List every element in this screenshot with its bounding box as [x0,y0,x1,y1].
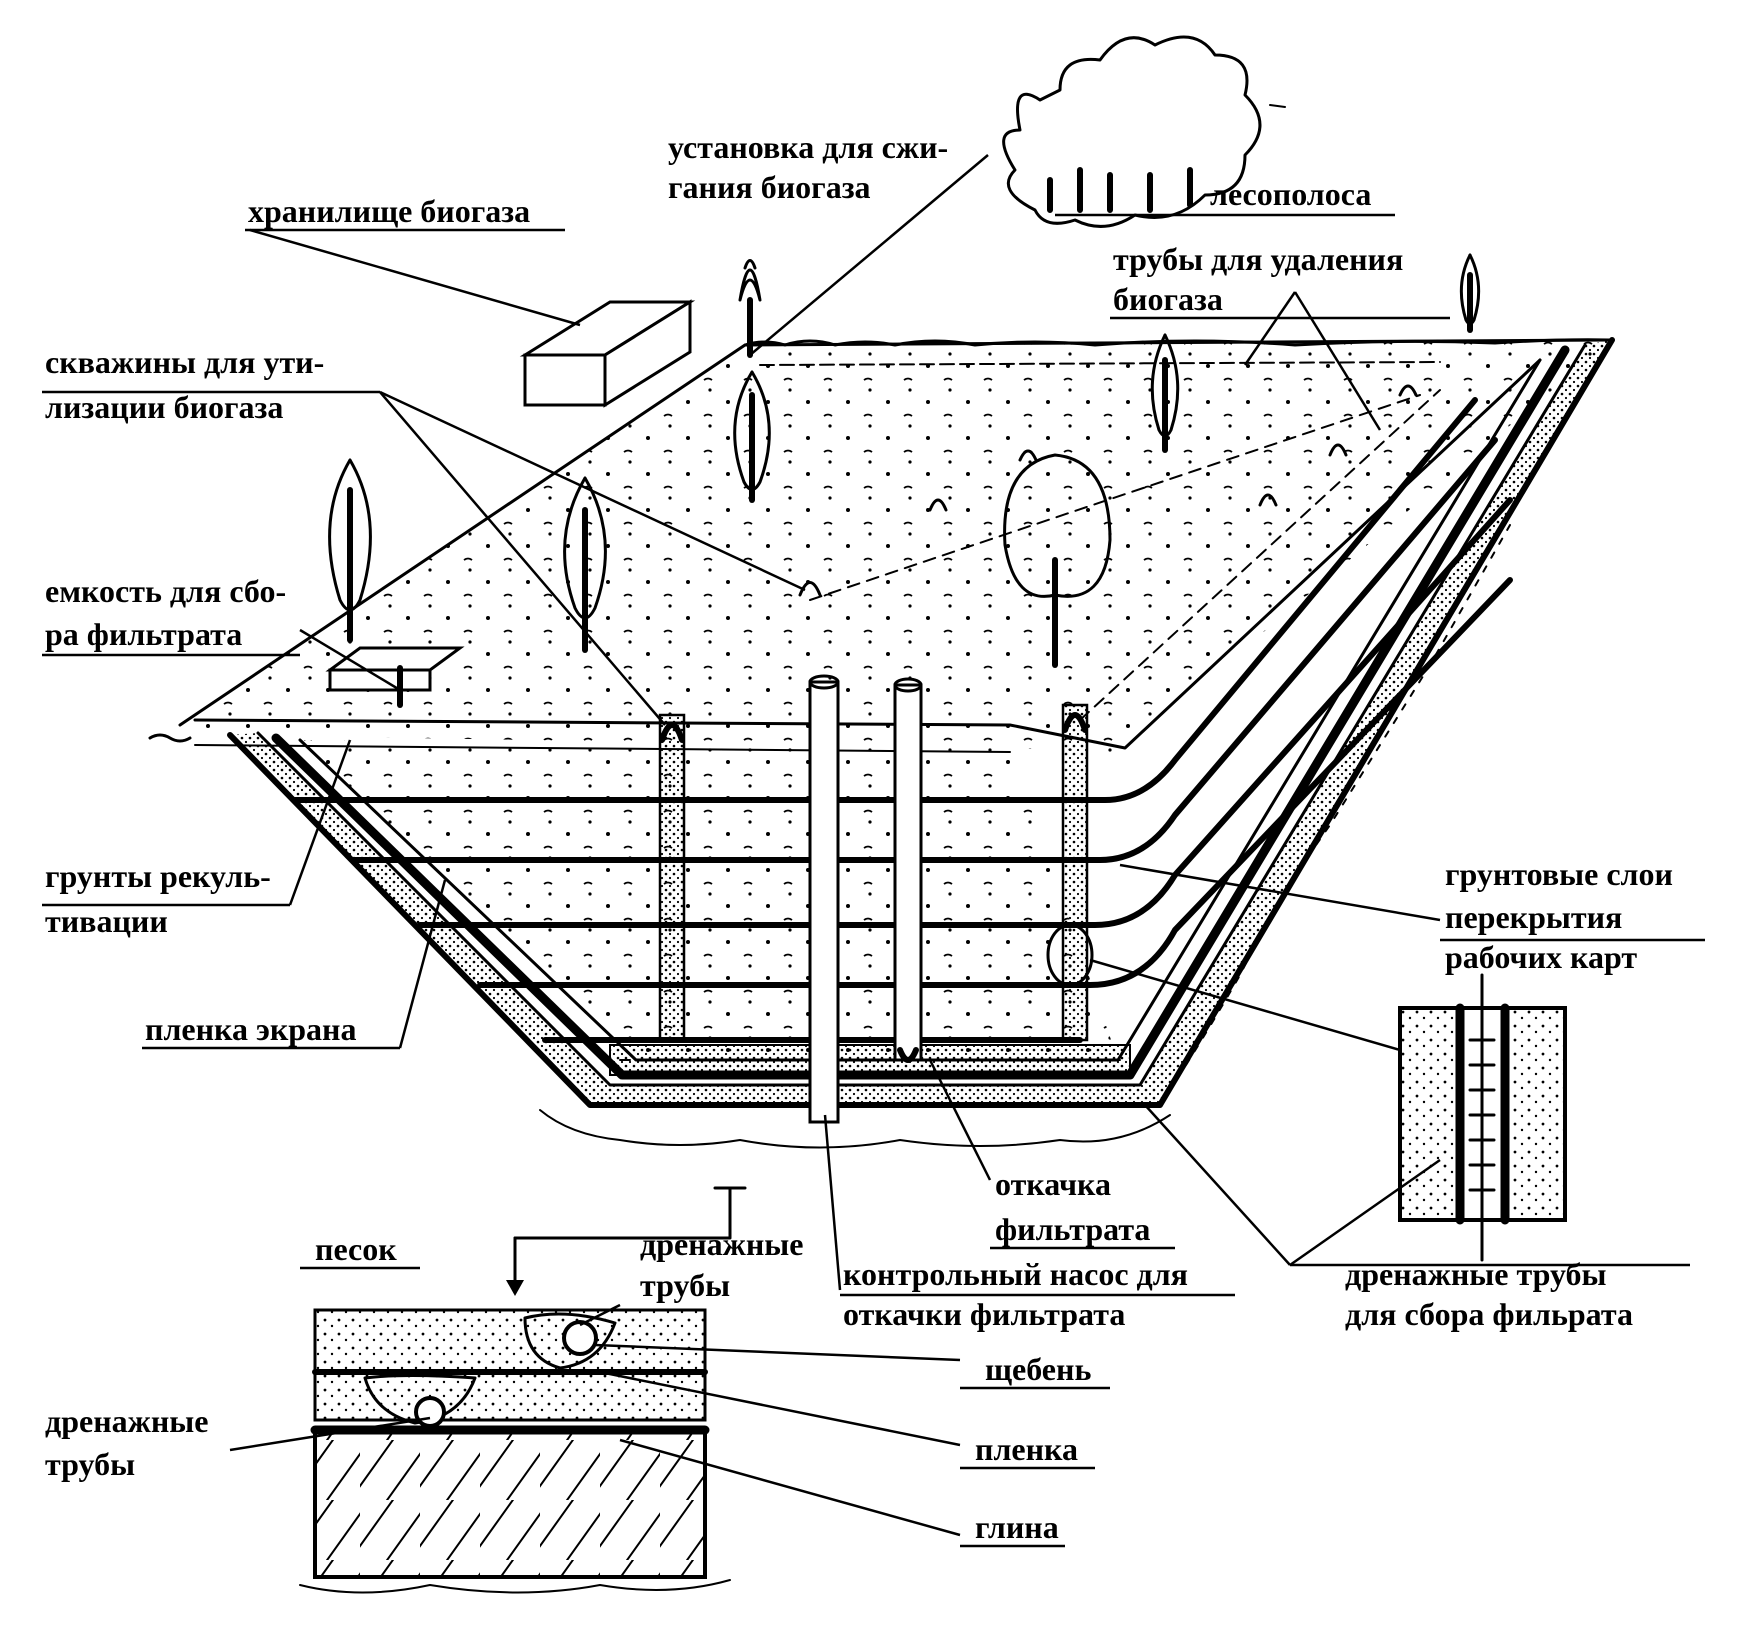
leader-lines [229,154,1441,1537]
label-cover-layers-line2: перекрытия [1445,899,1622,935]
label-removal-pipes-line1: трубы для удаления [1113,241,1403,277]
label-drain-left-line1: дренажные [45,1403,208,1439]
ground-texture [148,524,1511,1149]
gas-wells-surface [798,384,1441,721]
label-gravel: щебень [985,1351,1091,1387]
label-collect-pipes-line1: дренажные трубы [1345,1256,1607,1292]
control-pump-pipe [808,674,840,1124]
label-biogas-storage: хранилище биогаза [248,193,530,229]
gas-well-left [658,713,686,1042]
biogas-burner [738,259,762,358]
label-burner-line2: гания биогаза [668,169,871,205]
label-pumping-line2: фильтрата [995,1211,1150,1247]
label-film: пленка [975,1431,1078,1467]
gas-well-right [1046,703,1094,1042]
label-tank-line2: ра фильтрата [45,616,242,652]
label-recult-line1: грунты рекуль- [45,858,271,894]
tree-deciduous [1003,453,1112,668]
label-pumping-line1: откачка [995,1166,1111,1202]
label-drain-top-line2: трубы [640,1267,730,1303]
tree-left-poplar [328,458,372,643]
pumping-pipe [893,677,923,1063]
label-drain-left-line2: трубы [45,1446,135,1482]
label-burner-line1: установка для сжи- [668,129,948,165]
tree-poplar-5 [1459,253,1481,333]
label-screen-film: пленка экрана [145,1011,356,1047]
label-wells-line1: скважины для ути- [45,344,324,380]
label-recult-line2: тивации [45,903,168,939]
labels: хранилище биогаза установка для сжи- ган… [42,129,1705,1548]
label-sand: песок [315,1231,397,1267]
tree-poplar-3 [733,370,771,503]
label-clay: глина [975,1509,1059,1545]
label-cover-layers-line3: рабочих карт [1445,939,1637,975]
tree-poplar-2 [563,476,607,653]
landfill-top-surface [178,338,1614,752]
forest-belt-trees [1002,35,1286,228]
biogas-storage-box [519,299,696,408]
label-drain-top-line1: дренажные [640,1226,803,1262]
inset-drain-column [1398,973,1567,1262]
label-removal-pipes-line2: биогаза [1113,281,1223,317]
filtrate-tank [325,646,465,708]
inset-bottom-section [299,1186,747,1594]
label-wells-line2: лизации биогаза [45,389,283,425]
label-control-pump-line2: откачки фильтрата [843,1296,1125,1332]
tree-poplar-4 [1150,333,1180,453]
label-cover-layers-line1: грунтовые слои [1445,856,1673,892]
label-forest-belt: лесополоса [1210,176,1371,212]
label-tank-line1: емкость для сбо- [45,573,286,609]
label-control-pump-line1: контрольный насос для [843,1256,1188,1292]
label-collect-pipes-line2: для сбора фильрата [1345,1296,1633,1332]
